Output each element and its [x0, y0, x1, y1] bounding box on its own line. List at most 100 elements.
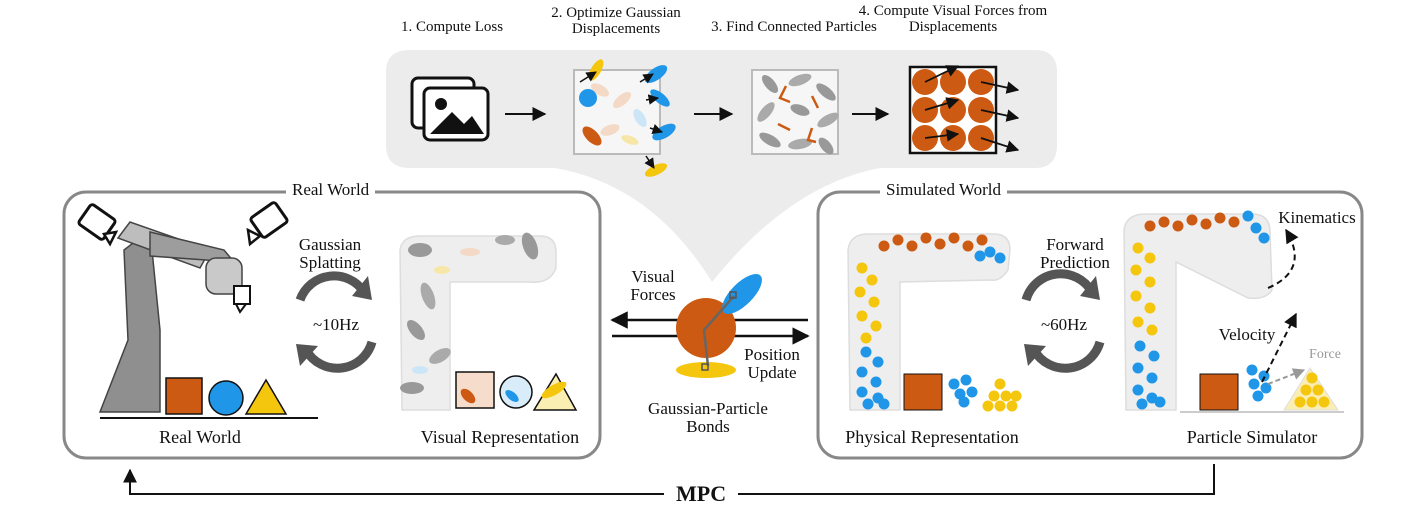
particle-dot: [1258, 232, 1270, 244]
particle-dot: [860, 346, 872, 358]
particle-dot: [1144, 252, 1156, 264]
particle-dot: [1214, 212, 1226, 224]
particle-dot: [1144, 276, 1156, 288]
connected-particles-graphic: [751, 69, 839, 155]
particle-dot: [966, 386, 978, 398]
yellow-triangle: [244, 378, 288, 415]
real-rate-label: ~10Hz: [312, 315, 360, 334]
particle-dot: [962, 240, 974, 252]
particle-dot: [1132, 362, 1144, 374]
particle-dot: [872, 356, 884, 368]
position-update-label: Position Update: [744, 345, 800, 382]
particle-dot: [948, 232, 960, 244]
particle-dot: [1250, 222, 1262, 234]
gaussian-particle-bond-graphic: [676, 274, 762, 378]
mpc-label: MPC: [666, 482, 737, 505]
simulated-world-title: Simulated World: [880, 181, 1007, 199]
simulator-particles: [1130, 210, 1330, 410]
particle-dot: [1260, 382, 1272, 394]
particle-dot: [878, 240, 890, 252]
real-world-title: Real World: [286, 181, 376, 199]
particle-dot: [1258, 370, 1270, 382]
particle-dot: [974, 250, 986, 262]
orange-cube: [165, 377, 203, 415]
particle-dot: [984, 246, 996, 258]
velocity-label: Velocity: [1218, 325, 1276, 344]
particle-dot: [1130, 290, 1142, 302]
update-loop-icon: [295, 271, 377, 373]
physical-representation-graphic: [847, 233, 1011, 411]
robot-arm: [98, 221, 251, 413]
particle-dot: [948, 378, 960, 390]
particle-dot: [1146, 372, 1158, 384]
mpc-line-right: [738, 464, 1215, 495]
physical-representation-caption: Physical Representation: [845, 427, 1019, 447]
particle-dot: [1200, 374, 1212, 386]
particle-dot: [1158, 216, 1170, 228]
camera-icon: [246, 201, 289, 247]
visual-forces-grid-graphic: [908, 65, 1020, 155]
particle-dot: [994, 252, 1006, 264]
step-2-label: 2. Optimize Gaussian Displacements: [551, 5, 681, 37]
kinematics-label: Kinematics: [1278, 208, 1356, 227]
gaussian-splatting-label: Gaussian Splatting: [298, 235, 362, 272]
particle-dot: [856, 386, 868, 398]
particle-dot: [982, 400, 994, 412]
camera-icon: [77, 203, 119, 247]
sim-rate-label: ~60Hz: [1040, 315, 1088, 334]
blue-ball: [208, 380, 244, 416]
particle-dot: [1132, 242, 1144, 254]
particle-dot: [1132, 384, 1144, 396]
particle-dot: [994, 378, 1006, 390]
particle-dot: [1006, 400, 1018, 412]
particle-grid-orange: [903, 373, 943, 411]
particle-dot: [1144, 302, 1156, 314]
particle-dot: [1010, 390, 1022, 402]
particle-dot: [1226, 374, 1238, 386]
particle-dot: [1132, 316, 1144, 328]
particle-dot: [960, 374, 972, 386]
bonds-label: Gaussian-Particle Bonds: [648, 399, 768, 436]
particle-dot: [1154, 396, 1166, 408]
kinematics-arrow: [1267, 228, 1299, 289]
step-1-label: 1. Compute Loss: [400, 19, 504, 35]
particle-dot: [1226, 398, 1238, 410]
visual-forces-label: Visual Forces: [630, 267, 676, 304]
particle-dot: [856, 310, 868, 322]
particle-dot: [994, 400, 1006, 412]
step-3-label: 3. Find Connected Particles: [711, 19, 877, 35]
particle-dot: [1134, 340, 1146, 352]
particle-dot: [878, 398, 890, 410]
particle-dot: [1200, 398, 1212, 410]
particle-dot: [868, 296, 880, 308]
particle-dot: [1300, 384, 1312, 396]
real-world-caption: Real World: [159, 427, 241, 447]
particle-dot: [1312, 384, 1324, 396]
particle-dot: [1248, 378, 1260, 390]
particle-dot: [1242, 210, 1254, 222]
particle-dot: [1130, 264, 1142, 276]
particle-dot: [1148, 350, 1160, 362]
particle-dot: [870, 320, 882, 332]
simulation-loop-icon: [1021, 269, 1105, 373]
particle-dot: [866, 274, 878, 286]
particle-dot: [1246, 364, 1258, 376]
particle-dot: [958, 396, 970, 408]
particle-dot: [1186, 214, 1198, 226]
particle-dot: [1000, 390, 1012, 402]
particle-dot: [1213, 386, 1225, 398]
step-4-label: 4. Compute Visual Forces from Displaceme…: [858, 3, 1048, 35]
particle-dot: [856, 262, 868, 274]
particle-dot: [870, 376, 882, 388]
visual-representation-graphic: [399, 232, 578, 411]
particle-dot: [1213, 374, 1225, 386]
particle-dot: [856, 366, 868, 378]
particle-dot: [854, 286, 866, 298]
particle-dot: [1144, 220, 1156, 232]
particle-dot: [860, 332, 872, 344]
particle-dot: [1172, 220, 1184, 232]
particle-dot: [892, 234, 904, 246]
forward-prediction-label: Forward Prediction: [1040, 235, 1110, 272]
